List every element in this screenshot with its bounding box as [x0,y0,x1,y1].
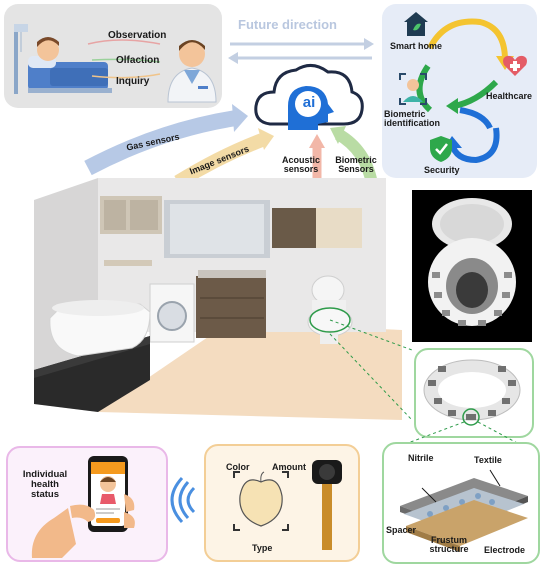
security-shield-icon [430,136,452,162]
patient-bed-illustration [14,24,112,94]
smart-home-label: Smart home [390,41,443,51]
seat-ring-graphic [383,359,535,453]
wireless-signal-icon [170,476,196,524]
biometric-identification-label: Biometric identification [384,109,440,129]
toilet-seat-photo-graphic [428,198,516,326]
inquiry-label: Inquiry [116,76,150,87]
security-label: Security [424,165,460,175]
electrode-label: Electrode [484,545,526,555]
healthcare-label: Healthcare [486,91,533,101]
bathroom-scene [34,178,413,421]
phone-in-hand-graphic [31,456,135,558]
house-icon [404,12,428,36]
doctor-illustration [167,40,217,103]
textile-label: Textile [474,455,502,465]
diagnosis-connector-lines [87,39,161,79]
heart-hand-icon [503,55,527,76]
ai-cloud-icon [254,64,364,130]
acoustic-sensors-label: Acoustic sensors [281,155,320,175]
color-label: Color [226,462,250,472]
face-scan-icon [399,73,427,105]
sensor-layer-stack [400,469,528,552]
stool-analysis-graphic [233,460,342,550]
future-direction-label: Future direction [238,17,337,32]
health-status-panel [6,446,168,562]
future-direction-arrows [228,38,374,64]
biometric-sensors-label: Biometric Sensors [335,155,377,175]
spacer-label: Spacer [386,525,417,535]
ai-badge: ai [302,94,316,111]
individual-health-status-label: Individual health status [22,469,68,500]
observation-label: Observation [108,30,167,41]
olfaction-label: Olfaction [116,55,160,66]
nitrile-label: Nitrile [408,453,434,463]
amount-label: Amount [272,462,306,472]
frustum-structure-label: Frustum structure [429,535,469,555]
type-label: Type [252,543,273,553]
